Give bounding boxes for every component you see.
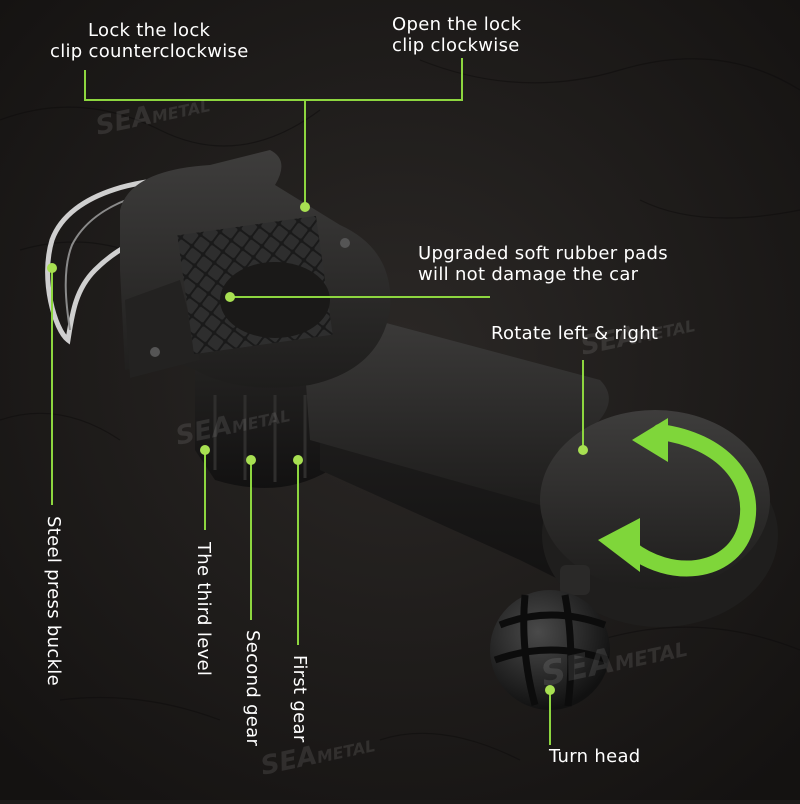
rotate-arrow-head — [632, 418, 668, 462]
clamp-jaw-lower — [125, 280, 200, 378]
steel-ring — [45, 176, 206, 345]
rotate-arrow — [622, 424, 757, 577]
leader-lines — [51, 58, 584, 745]
callout-dots — [47, 202, 588, 695]
pin-icon — [150, 347, 160, 357]
label-turn-head: Turn head — [549, 746, 641, 767]
label-line: clip counterclockwise — [50, 41, 249, 62]
label-line: Lock the lock — [88, 20, 211, 41]
label-rotate: Rotate left & right — [491, 323, 659, 344]
ball-stem — [560, 565, 590, 595]
label-line: Upgraded soft rubber pads — [418, 243, 668, 264]
clamp-opening — [220, 262, 330, 338]
label-second-gear: Second gear — [242, 630, 263, 747]
ball-cutouts — [493, 594, 610, 707]
label-first-gear: First gear — [289, 655, 310, 743]
gear-ribs — [213, 395, 307, 482]
label-third-level: The third level — [193, 542, 214, 677]
label-open-clockwise: Open the lock clip clockwise — [392, 14, 521, 56]
leather-texture — [0, 58, 800, 761]
label-rubber-pads: Upgraded soft rubber pads will not damag… — [418, 243, 668, 285]
label-line: will not damage the car — [418, 264, 639, 285]
label-steel-press-buckle: Steel press buckle — [43, 516, 64, 686]
arm-top — [300, 300, 609, 505]
pin-icon — [340, 238, 350, 248]
label-line: clip clockwise — [392, 35, 520, 56]
label-line: Open the lock — [392, 14, 522, 35]
rotate-arrow-head — [598, 518, 640, 572]
label-lock-counterclockwise: Lock the lock clip counterclockwise — [50, 20, 249, 62]
